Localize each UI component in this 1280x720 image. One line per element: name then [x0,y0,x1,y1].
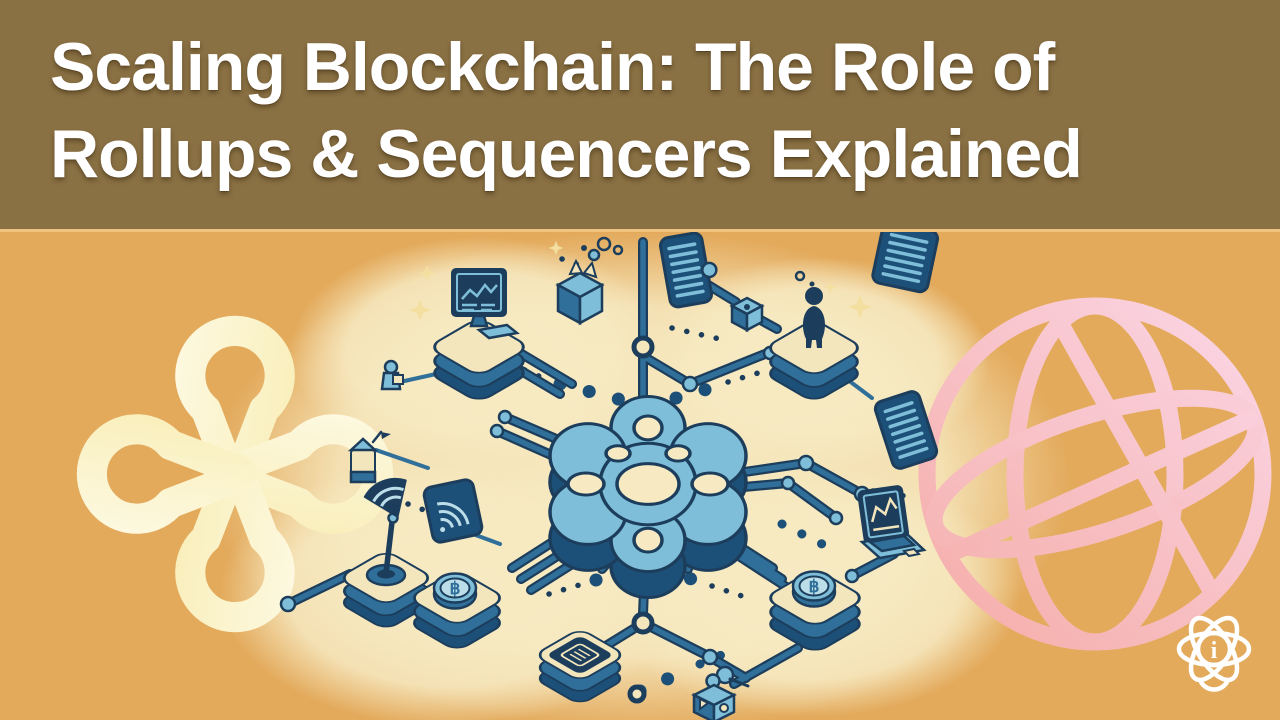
data-panel-top [659,232,718,309]
data-panel-right [873,390,939,470]
atom-info-logo: i [1176,615,1252,692]
carton-figure [347,430,391,484]
globe-motif [918,297,1272,651]
title-line-2: Rollups & Sequencers Explained [50,116,1083,193]
person-node [762,287,866,404]
title-banner: Scaling Blockchain: The Role of Rollups … [0,0,1280,232]
person-icon [802,287,826,348]
package-node [555,236,612,326]
builder-figure [691,665,750,720]
data-panel-top-right [871,232,940,294]
worker-figure [380,359,404,391]
ring-joint-bottom [631,611,655,635]
connector-cube [730,296,764,332]
antenna-icon [363,477,407,587]
chip-icon [549,637,611,673]
laptop-icon [857,485,927,560]
illustration: ฿ [0,232,1280,720]
ring-joint-top [631,335,655,359]
chip-node [532,627,628,707]
sparkles [409,240,872,321]
monitor-icon [451,268,520,340]
central-hub [548,394,748,600]
page-title: Scaling Blockchain: The Role of Rollups … [50,24,1280,198]
title-line-1: Scaling Blockchain: The Role of [50,29,1055,105]
logo-letter: i [1211,638,1218,664]
signal-panel [422,478,484,544]
antenna-node [336,477,436,632]
laptop-node [857,485,927,560]
monitor-node [426,268,532,405]
